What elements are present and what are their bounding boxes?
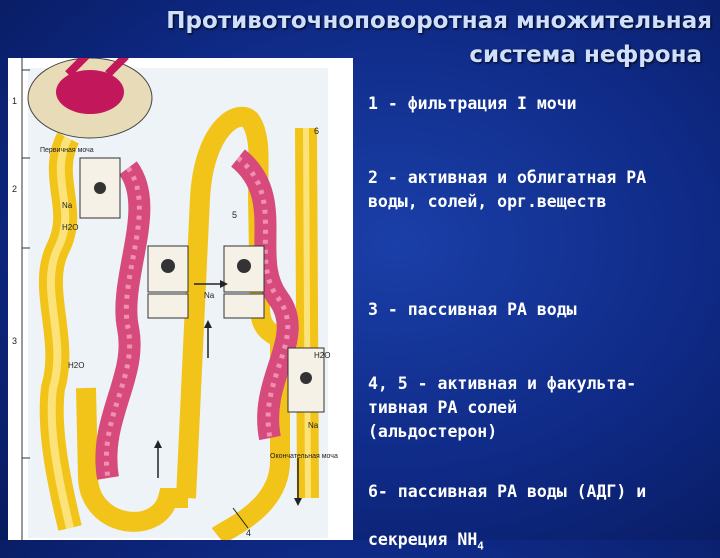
legend-item-6-line1: 6- пассивная РА воды (АДГ) и: [368, 482, 647, 501]
label-1: 1: [12, 96, 17, 106]
ion-na-3: Na: [308, 421, 319, 430]
legend-item-1: 1 - фильтрация I мочи: [368, 94, 577, 113]
ion-na-1: Na: [204, 291, 215, 300]
collecting-duct: [211, 197, 290, 540]
title-line-1: Противоточноповоротная множительная: [166, 8, 712, 34]
ion-h2o-2: H2O: [314, 351, 330, 360]
label-2: 2: [12, 184, 17, 194]
label-5: 5: [232, 210, 237, 220]
legend-item-6: 6- пассивная РА воды (АДГ) и секреция NH…: [368, 456, 718, 558]
label-6: 6: [314, 126, 319, 136]
ion-h2o-1: H2O: [62, 223, 78, 232]
label-3: 3: [12, 336, 17, 346]
ion-na-2: Na: [62, 201, 73, 210]
henle-loop-descending: [76, 387, 188, 532]
nephron-illustration: 1 2 3 6 5 4 Na Na H2O Na H2O H2O Первичн…: [8, 58, 353, 540]
glomerulus: [56, 70, 124, 114]
legend-item-4: 4, 5 - активная и факульта- тивная РА со…: [368, 374, 637, 441]
nephron-diagram: 1 2 3 6 5 4 Na Na H2O Na H2O H2O Первичн…: [8, 58, 353, 540]
legend-item-2: 2 - активная и облигатная РА воды, солей…: [368, 168, 647, 211]
legend-item-6-subscript: 4: [477, 539, 484, 553]
label-4: 4: [246, 528, 251, 538]
caption-primary-urine: Первичная моча: [40, 147, 94, 154]
legend-item-3: 3 - пассивная РА воды: [368, 300, 577, 319]
ion-h2o-3: H2O: [68, 361, 84, 370]
title-line-2: система нефрона: [469, 42, 702, 68]
caption-final-urine: Окончательная моча: [270, 453, 338, 460]
slide-title: Противоточноповоротная множительная сист…: [12, 4, 712, 72]
